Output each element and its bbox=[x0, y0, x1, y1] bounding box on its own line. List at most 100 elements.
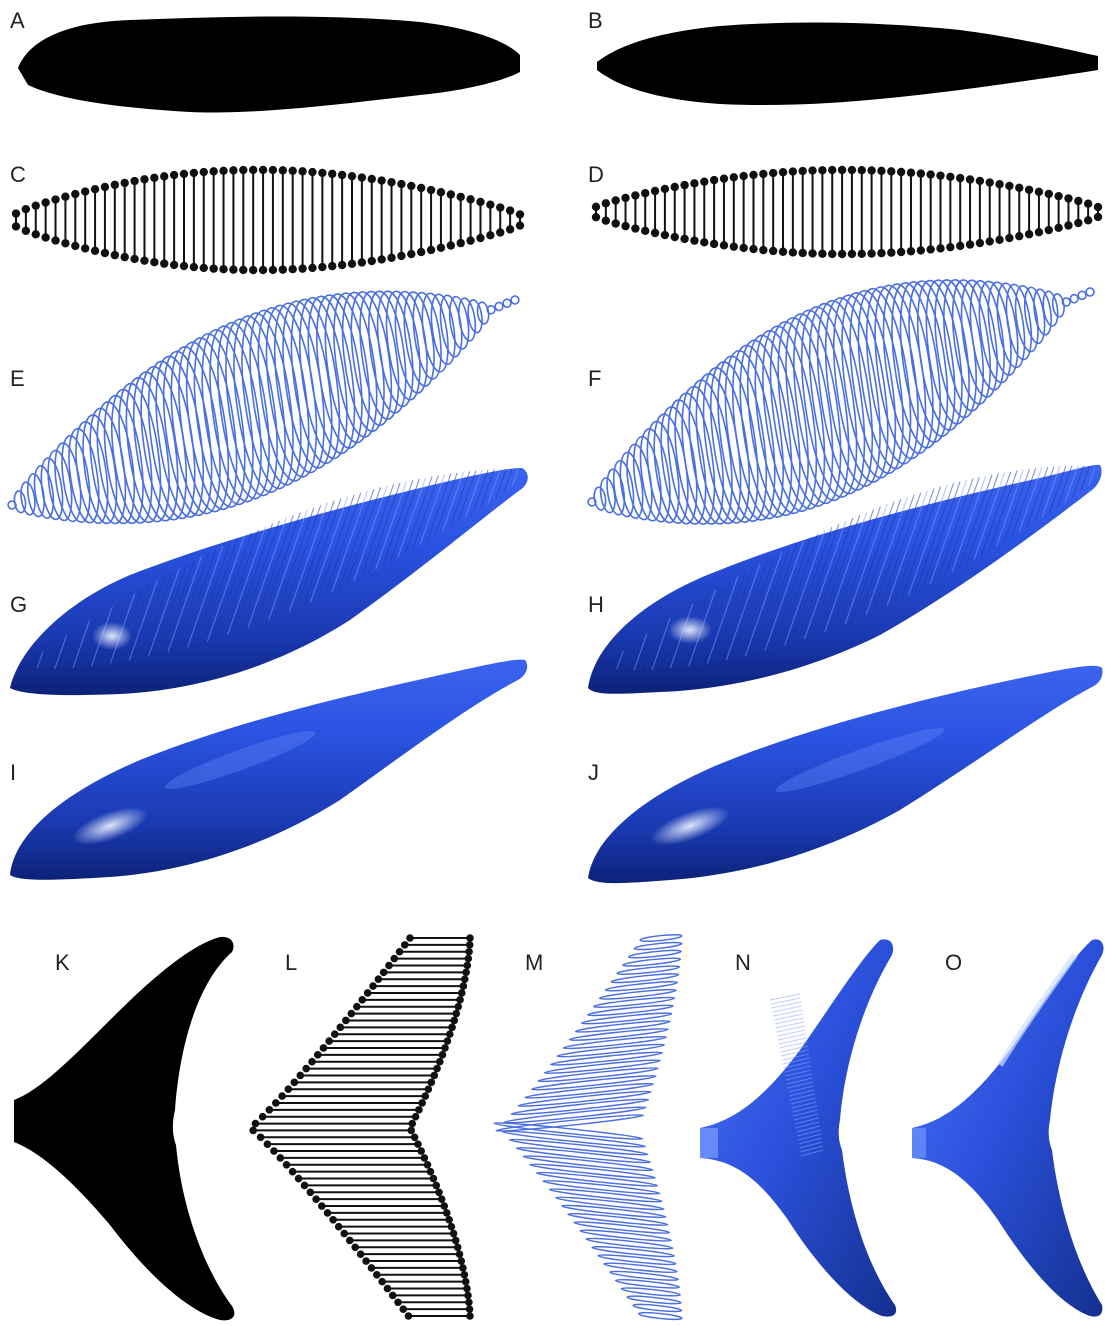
tail-left-dot bbox=[331, 1030, 339, 1038]
tail-right-dot bbox=[448, 1024, 456, 1032]
tail-right-dot bbox=[466, 941, 474, 949]
tail-wire-ellipse bbox=[544, 1058, 660, 1075]
bottom-dot bbox=[417, 248, 425, 256]
tail-left-dot bbox=[390, 955, 398, 963]
bottom-dot bbox=[447, 241, 455, 249]
top-dot bbox=[759, 170, 767, 178]
tail-dot-outline-l bbox=[249, 934, 473, 1320]
top-dot bbox=[1025, 186, 1033, 194]
top-dot bbox=[41, 198, 49, 206]
surface-h bbox=[588, 465, 1102, 694]
top-dot bbox=[437, 188, 445, 196]
tail-surface-n bbox=[700, 939, 896, 1316]
tail-left-dot bbox=[278, 1092, 286, 1100]
top-dot bbox=[209, 167, 217, 175]
top-dot bbox=[1015, 184, 1023, 192]
tail-left-dot bbox=[297, 1072, 305, 1080]
bottom-dot bbox=[61, 239, 69, 247]
top-dot bbox=[799, 167, 807, 175]
top-dot bbox=[828, 166, 836, 174]
top-dot bbox=[621, 194, 629, 202]
tail-wire-ellipse bbox=[536, 1171, 658, 1188]
tail-left-dot bbox=[375, 975, 383, 983]
tail-right-dot bbox=[448, 1223, 456, 1231]
tail-right-dot bbox=[466, 934, 474, 942]
bottom-dot bbox=[611, 219, 619, 227]
tail-left-dot bbox=[369, 982, 377, 990]
top-dot bbox=[779, 168, 787, 176]
bottom-dot bbox=[651, 229, 659, 237]
top-dot bbox=[976, 177, 984, 185]
bottom-dot bbox=[661, 231, 669, 239]
bottom-dot bbox=[397, 252, 405, 260]
top-dot bbox=[81, 187, 89, 195]
top-dot bbox=[867, 166, 875, 174]
bottom-dot bbox=[808, 249, 816, 257]
bottom-dot bbox=[259, 266, 267, 274]
tail-right-dot bbox=[430, 1072, 438, 1080]
tail-right-dot bbox=[465, 948, 473, 956]
tail-right-dot bbox=[427, 1168, 435, 1176]
tail-right-dot bbox=[454, 1003, 462, 1011]
top-dot bbox=[739, 172, 747, 180]
tail-left-dot bbox=[307, 1188, 315, 1196]
tail-right-dot bbox=[459, 1264, 467, 1272]
tail-wireframe-m bbox=[494, 933, 682, 1320]
top-dot bbox=[289, 167, 297, 175]
top-dot bbox=[368, 175, 376, 183]
top-dot bbox=[348, 172, 356, 180]
bottom-dot bbox=[621, 222, 629, 230]
bottom-dot bbox=[348, 260, 356, 268]
tail-wire-ellipse bbox=[640, 933, 682, 942]
tail-left-dot bbox=[351, 1243, 359, 1251]
tail-right-dot bbox=[425, 1085, 433, 1093]
bottom-dot bbox=[1005, 234, 1013, 242]
bottom-dot bbox=[318, 263, 326, 271]
top-dot bbox=[417, 184, 425, 192]
top-dot bbox=[1005, 182, 1013, 190]
bottom-dot bbox=[368, 257, 376, 265]
top-dot bbox=[358, 173, 366, 181]
top-dot bbox=[602, 199, 610, 207]
top-dot bbox=[986, 178, 994, 186]
wire-ellipse bbox=[511, 295, 520, 304]
bottom-dot bbox=[486, 231, 494, 239]
top-dot bbox=[641, 189, 649, 197]
tail-right-dot bbox=[438, 1195, 446, 1203]
bottom-dot bbox=[1025, 230, 1033, 238]
top-dot bbox=[1054, 192, 1062, 200]
tail-right-dot bbox=[421, 1092, 429, 1100]
top-dot bbox=[592, 203, 600, 211]
tail-right-dot bbox=[463, 1285, 471, 1293]
wire-ellipse bbox=[605, 468, 627, 516]
bottom-dot bbox=[457, 239, 465, 247]
wire-ellipse bbox=[1086, 287, 1095, 296]
top-dot bbox=[150, 174, 158, 182]
tail-left-dot bbox=[406, 934, 414, 942]
tail-left-dot bbox=[380, 969, 388, 977]
top-dot bbox=[936, 171, 944, 179]
tail-left-dot bbox=[314, 1051, 322, 1059]
bottom-dot bbox=[496, 228, 504, 236]
bottom-dot bbox=[917, 246, 925, 254]
tail-wire-ellipse bbox=[633, 1303, 682, 1313]
tail-right-dot bbox=[408, 1120, 416, 1128]
top-dot bbox=[200, 168, 208, 176]
bottom-dot bbox=[32, 230, 40, 238]
bottom-dot bbox=[887, 248, 895, 256]
bottom-dot bbox=[1045, 226, 1053, 234]
bottom-dot bbox=[799, 249, 807, 257]
tail-right-dot bbox=[465, 1298, 473, 1306]
tail-left-dot bbox=[318, 1202, 326, 1210]
wire-ellipse bbox=[1078, 291, 1087, 300]
bottom-dot bbox=[828, 250, 836, 258]
top-dot bbox=[61, 193, 69, 201]
top-dot bbox=[308, 168, 316, 176]
bottom-dot bbox=[437, 244, 445, 252]
tail-right-dot bbox=[411, 1134, 419, 1142]
tail-right-dot bbox=[462, 969, 470, 977]
bottom-dot bbox=[150, 258, 158, 266]
bottom-dot bbox=[966, 240, 974, 248]
label-A: A bbox=[10, 8, 25, 33]
label-D: D bbox=[588, 162, 604, 187]
